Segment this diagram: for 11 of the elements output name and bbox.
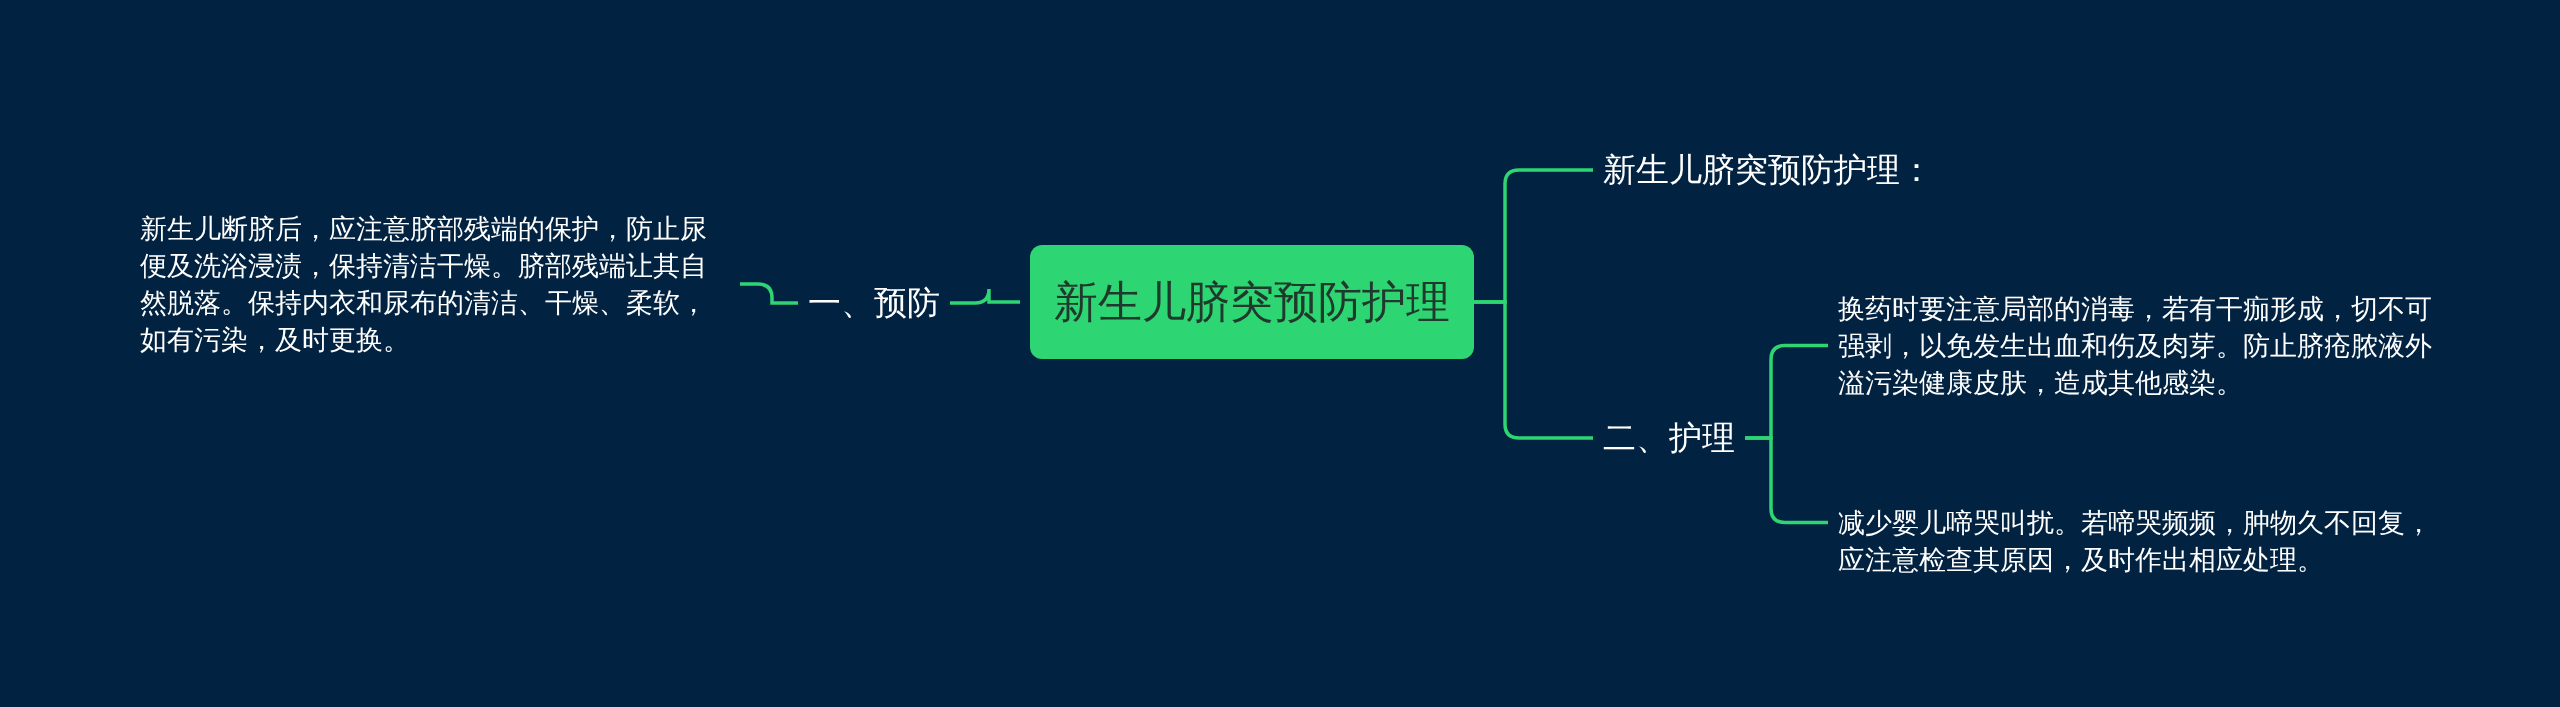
branch-topic: 二、护理 bbox=[1603, 416, 1735, 460]
leaf-text: 减少婴儿啼哭叫扰。若啼哭频频，肿物久不回复，应注意检查其原因，及时作出相应处理。 bbox=[1838, 504, 2438, 578]
connector-line bbox=[1745, 436, 1828, 525]
leaf-text: 新生儿断脐后，应注意脐部残端的保护，防止尿便及洗浴浸渍，保持清洁干燥。脐部残端让其自然脱落。保持内衣和尿布的清洁、干燥、柔软，如有污染，及时更换。 bbox=[140, 210, 730, 358]
branch-topic: 新生儿脐突预防护理： bbox=[1603, 148, 1933, 192]
connector-line bbox=[950, 287, 1020, 305]
branch-topic: 一、预防 bbox=[808, 281, 940, 325]
central-topic: 新生儿脐突预防护理 bbox=[1030, 245, 1474, 359]
leaf-text: 换药时要注意局部的消毒，若有干痂形成，切不可强剥，以免发生出血和伤及肉芽。防止脐疮脓液外溢污染健康皮肤，造成其他感染。 bbox=[1838, 290, 2438, 401]
connector-line bbox=[1474, 300, 1593, 440]
connector-line bbox=[740, 282, 798, 305]
